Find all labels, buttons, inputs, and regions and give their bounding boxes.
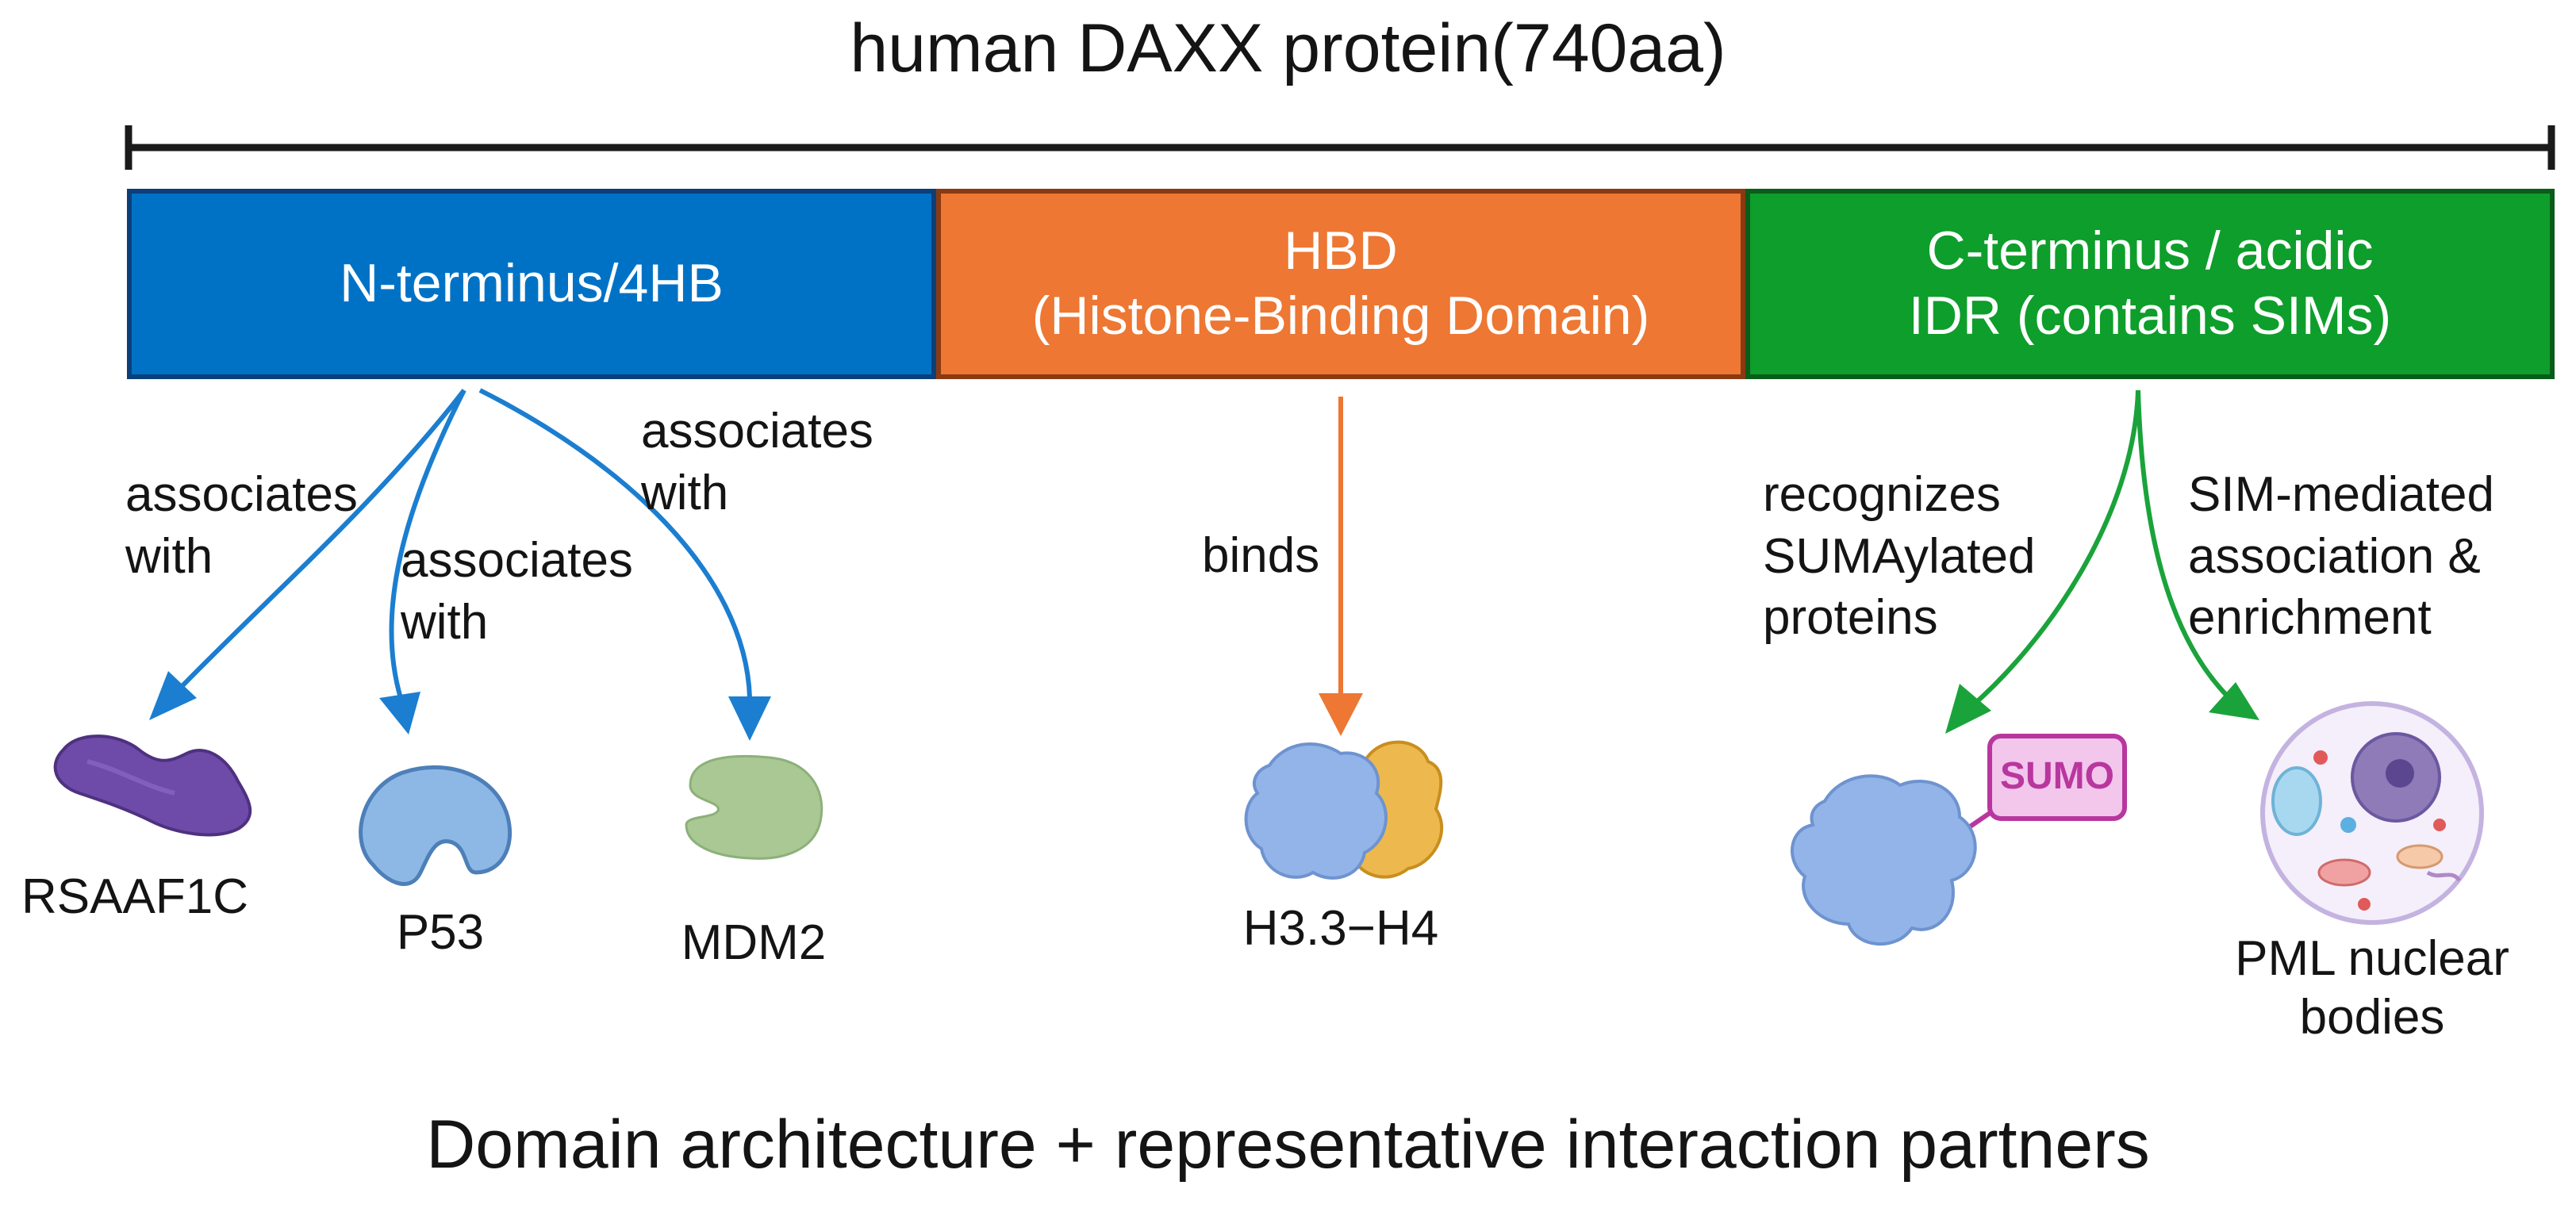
mdm2-protein-icon [685, 754, 823, 860]
edge-label-h33-h4: binds [1202, 528, 1320, 583]
domain-c-terminus-label: C-terminus / acidic IDR (contains SIMs) [1908, 221, 2392, 346]
histone-dimer-icon [1244, 740, 1444, 880]
edge-arrow-rsaaf1c [149, 389, 466, 720]
elongated-protein-icon [53, 734, 252, 837]
cell-icon [2260, 701, 2484, 925]
edge-label-sumo-protein: recognizes SUMAylated proteins [1763, 467, 2036, 645]
partner-label-p53: P53 [396, 905, 485, 960]
partner-label-pml-bodies: PML nuclear bodies [2235, 931, 2509, 1045]
edge-arrow-sumo-protein [1945, 389, 2140, 734]
edge-arrow-mdm2 [478, 388, 771, 741]
domain-n-terminus: N-terminus/4HB [127, 189, 936, 379]
edge-arrow-p53 [379, 389, 466, 734]
diagram-title: human DAXX protein(740aa) [850, 10, 1726, 86]
edge-arrow-h33-h4 [1319, 397, 1363, 736]
partner-label-h33-h4: H3.3−H4 [1242, 901, 1439, 956]
partner-label-rsaaf1c: RSAAF1C [21, 869, 248, 924]
domain-n-terminus-label: N-terminus/4HB [340, 253, 724, 314]
edge-label-p53: associates with [401, 533, 633, 650]
p53-protein-icon [359, 765, 513, 886]
edge-label-rsaaf1c: associates with [125, 467, 358, 584]
sumoylated-protein-icon [1791, 734, 2127, 946]
length-ruler [125, 125, 2555, 170]
domain-hbd: HBD (Histone-Binding Domain) [936, 189, 1745, 379]
sumo-tag-label: SUMO [2000, 755, 2114, 797]
edge-label-mdm2: associates with [641, 404, 873, 520]
edge-label-pml-bodies: SIM-mediated association & enrichment [2188, 467, 2494, 645]
edge-arrow-pml-bodies [2136, 389, 2259, 720]
partner-label-mdm2: MDM2 [681, 915, 827, 970]
diagram-caption: Domain architecture + representative int… [426, 1107, 2150, 1183]
domain-c-terminus: C-terminus / acidic IDR (contains SIMs) [1745, 189, 2555, 379]
domain-hbd-label: HBD (Histone-Binding Domain) [1031, 221, 1650, 346]
